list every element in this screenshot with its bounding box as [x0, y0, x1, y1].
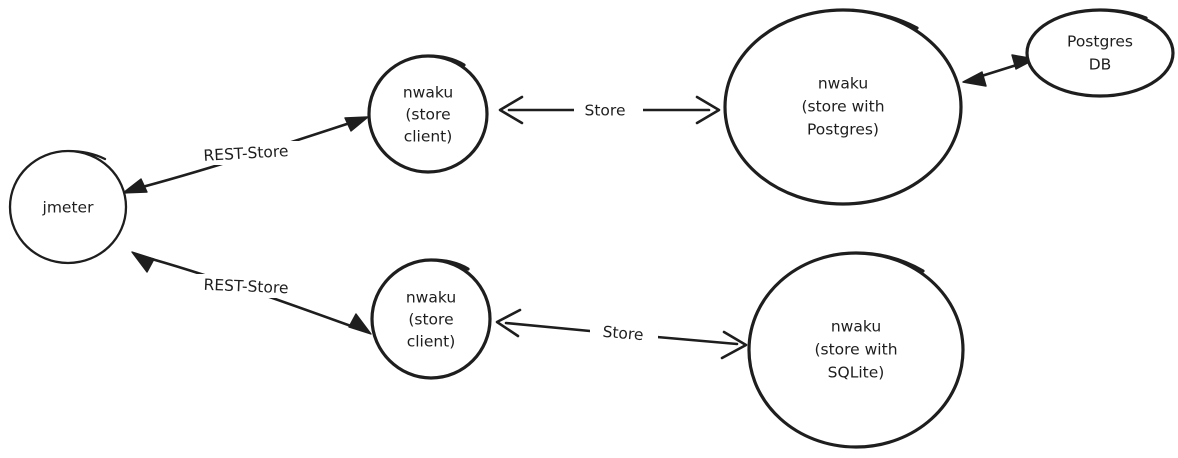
arrowhead-end-icon	[344, 116, 369, 132]
arrowhead-end-icon	[695, 95, 721, 125]
node-store-client-bottom[interactable]: nwaku (store client)	[370, 258, 492, 380]
node-shape-circle	[367, 54, 489, 174]
edge-label-backdrop	[180, 274, 313, 298]
node-postgres-db[interactable]: Postgres DB	[1025, 8, 1175, 98]
node-label-line-1: nwaku	[831, 318, 881, 336]
edge-label-store-bottom: Store	[602, 323, 644, 345]
arrowhead-start-icon	[498, 95, 524, 125]
arrowhead-start-icon	[962, 71, 987, 87]
node-label-line-3: SQLite)	[828, 364, 885, 382]
node-label-jmeter: jmeter	[42, 199, 95, 217]
edge-line-left-segment	[504, 321, 592, 333]
edge-jmeter-to-store-client-bottom: REST-Store	[131, 251, 372, 335]
node-label-line-1: nwaku	[403, 84, 453, 102]
node-shape-ellipse	[1025, 8, 1175, 98]
arrowhead-start-icon	[131, 251, 155, 273]
node-shape-circle	[8, 149, 128, 265]
node-label-line-1: nwaku	[818, 75, 868, 93]
edge-store-top-to-postgres: Store	[498, 95, 721, 125]
node-nwaku-postgres[interactable]: nwaku (store with Postgres)	[723, 8, 963, 206]
node-nwaku-sqlite[interactable]: nwaku (store with SQLite)	[747, 251, 965, 449]
node-label-line-3: client)	[404, 128, 453, 146]
node-shape-circle	[747, 251, 965, 449]
node-shape-ellipse	[723, 8, 963, 206]
arrowhead-end-icon	[720, 330, 748, 360]
edge-postgres-to-db	[962, 54, 1036, 87]
edge-label-backdrop	[574, 99, 643, 122]
node-label-line-1: Postgres	[1067, 33, 1133, 51]
node-label-line-2: (store with	[814, 341, 897, 359]
arrowhead-start-icon	[122, 178, 148, 194]
node-jmeter[interactable]: jmeter	[8, 149, 128, 265]
node-label-line-2: DB	[1089, 56, 1112, 74]
node-label-line-1: nwaku	[406, 289, 456, 307]
edge-line-right-segment	[655, 335, 739, 346]
edge-label-rest-store-bottom: REST-Store	[203, 276, 289, 298]
node-label-line-2: (store	[405, 106, 450, 124]
edge-label-backdrop	[590, 322, 658, 346]
arrowhead-end-icon	[348, 313, 372, 335]
node-label-line-3: Postgres)	[807, 121, 879, 139]
edge-label-rest-store-top: REST-Store	[203, 142, 289, 165]
node-label-line-2: (store	[408, 311, 453, 329]
node-shape-circle	[370, 258, 492, 380]
node-store-client-top[interactable]: nwaku (store client)	[367, 54, 489, 174]
edge-label-store-top: Store	[585, 102, 626, 120]
edge-store-bottom-to-sqlite: Store	[495, 308, 748, 360]
node-label-line-2: (store with	[801, 98, 884, 116]
edge-label-backdrop	[180, 141, 313, 165]
node-label-line-3: client)	[407, 333, 456, 351]
arrowhead-start-icon	[495, 308, 522, 338]
edge-jmeter-to-store-client-top: REST-Store	[122, 116, 369, 194]
